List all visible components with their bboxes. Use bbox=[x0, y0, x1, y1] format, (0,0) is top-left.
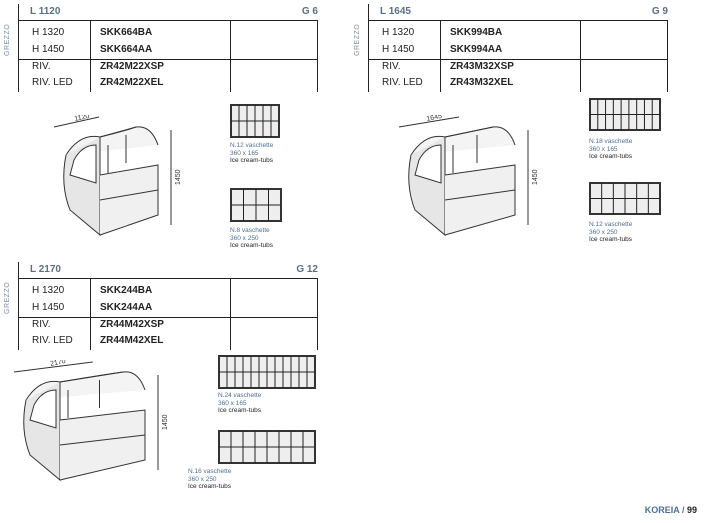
row-key: H 1450 bbox=[32, 44, 65, 55]
length-label: L 1120 bbox=[30, 6, 61, 17]
row-code: SKK244AA bbox=[100, 302, 153, 313]
tub-count: N.24 vaschette bbox=[218, 392, 262, 399]
row-code: SKK244BA bbox=[100, 285, 153, 296]
tub-caption: N.18 vaschette 360 x 165 Ice cream-tubs bbox=[589, 138, 632, 161]
display-cabinet-drawing-2170: 2170 1450 bbox=[13, 360, 169, 482]
row-code: ZR43M32XEL bbox=[450, 77, 514, 88]
page-footer: KOREIA / 99 bbox=[644, 505, 697, 515]
spec-table: H 1320 SKK244BA H 1450 SKK244AA RIV. ZR44M… bbox=[18, 278, 318, 350]
tub-layout-diagram bbox=[218, 355, 316, 389]
tub-size: 360 x 165 bbox=[230, 149, 259, 157]
height-dimension: 1450 bbox=[175, 169, 180, 185]
length-label: L 1645 bbox=[380, 6, 411, 17]
tub-layout-diagram bbox=[230, 104, 280, 138]
tub-count: N.8 vaschette bbox=[230, 227, 270, 234]
tub-layout-diagram bbox=[218, 430, 316, 464]
length-label: L 2170 bbox=[30, 264, 61, 275]
tub-caption: N.8 vaschette 360 x 250 Ice cream-tubs bbox=[230, 227, 273, 250]
display-cabinet-drawing-1120: 1120 1450 bbox=[53, 115, 180, 237]
group-label: G 9 bbox=[651, 6, 668, 17]
row-code: SKK664BA bbox=[100, 27, 153, 38]
grezzo-label: GREZZO bbox=[4, 281, 11, 314]
spec-table: H 1320 SKK994BA H 1450 SKK994AA RIV. ZR43M… bbox=[368, 20, 668, 92]
tub-caption: N.24 vaschette 360 x 165 Ice cream-tubs bbox=[218, 392, 261, 415]
page-number: 99 bbox=[686, 505, 697, 515]
row-key: H 1450 bbox=[32, 302, 65, 313]
tub-count: N.12 vaschette bbox=[230, 142, 274, 149]
grezzo-label: GREZZO bbox=[354, 23, 361, 56]
height-dimension: 1450 bbox=[532, 169, 539, 185]
section-header: L 2170 G 12 bbox=[18, 262, 318, 276]
row-key: H 1320 bbox=[32, 27, 65, 38]
row-key: RIV. LED bbox=[382, 77, 423, 88]
divider bbox=[18, 262, 19, 350]
tub-count: N.12 vaschette bbox=[589, 221, 633, 228]
section-header: L 1645 G 9 bbox=[368, 4, 668, 18]
group-label: G 6 bbox=[301, 6, 318, 17]
tub-caption: N.12 vaschette 360 x 250 Ice cream-tubs bbox=[589, 221, 632, 244]
row-key: RIV. LED bbox=[32, 335, 73, 346]
row-code: ZR43M32XSP bbox=[450, 61, 514, 72]
tub-label: Ice cream-tubs bbox=[230, 157, 273, 164]
spec-table: H 1320 SKK664BA H 1450 SKK664AA RIV. ZR42M… bbox=[18, 20, 318, 92]
tub-count: N.16 vaschette bbox=[188, 468, 232, 475]
tub-caption: N.12 vaschette 360 x 165 Ice cream-tubs bbox=[230, 142, 273, 165]
row-key: RIV. LED bbox=[32, 77, 73, 88]
row-key: RIV. bbox=[32, 61, 51, 72]
height-dimension: 1450 bbox=[162, 414, 169, 430]
row-code: SKK664AA bbox=[100, 44, 153, 55]
tub-count: N.18 vaschette bbox=[589, 138, 633, 145]
divider bbox=[18, 4, 19, 92]
row-code: ZR44M42XEL bbox=[100, 335, 164, 346]
row-code: ZR42M22XEL bbox=[100, 77, 164, 88]
row-code: ZR42M22XSP bbox=[100, 61, 164, 72]
divider bbox=[368, 4, 369, 92]
row-key: H 1450 bbox=[382, 44, 415, 55]
tub-label: Ice cream-tubs bbox=[218, 407, 261, 414]
tub-size: 360 x 250 bbox=[188, 475, 217, 483]
grezzo-label: GREZZO bbox=[4, 23, 11, 56]
tub-size: 360 x 165 bbox=[589, 145, 618, 153]
tub-caption: N.16 vaschette 360 x 250 Ice cream-tubs bbox=[188, 468, 231, 491]
tub-label: Ice cream-tubs bbox=[589, 236, 632, 243]
width-dimension: 1120 bbox=[74, 115, 90, 123]
row-key: RIV. bbox=[32, 319, 51, 330]
tub-size: 360 x 250 bbox=[589, 228, 618, 236]
tub-layout-diagram bbox=[589, 182, 661, 215]
tub-size: 360 x 165 bbox=[218, 399, 247, 407]
tub-layout-diagram bbox=[230, 188, 282, 222]
width-dimension: 2170 bbox=[50, 360, 67, 368]
row-key: H 1320 bbox=[32, 285, 65, 296]
tub-label: Ice cream-tubs bbox=[188, 483, 231, 490]
width-dimension: 1645 bbox=[426, 115, 443, 123]
tub-label: Ice cream-tubs bbox=[589, 153, 632, 160]
brand-name: KOREIA bbox=[644, 505, 680, 515]
row-key: RIV. bbox=[382, 61, 401, 72]
row-code: SKK994AA bbox=[450, 44, 503, 55]
tub-size: 360 x 250 bbox=[230, 234, 259, 242]
row-code: ZR44M42XSP bbox=[100, 319, 164, 330]
tub-label: Ice cream-tubs bbox=[230, 242, 273, 249]
display-cabinet-drawing-1645: 1645 1450 bbox=[398, 115, 539, 237]
row-key: H 1320 bbox=[382, 27, 415, 38]
section-header: L 1120 G 6 bbox=[18, 4, 318, 18]
group-label: G 12 bbox=[296, 264, 318, 275]
row-code: SKK994BA bbox=[450, 27, 503, 38]
tub-layout-diagram bbox=[589, 98, 661, 131]
